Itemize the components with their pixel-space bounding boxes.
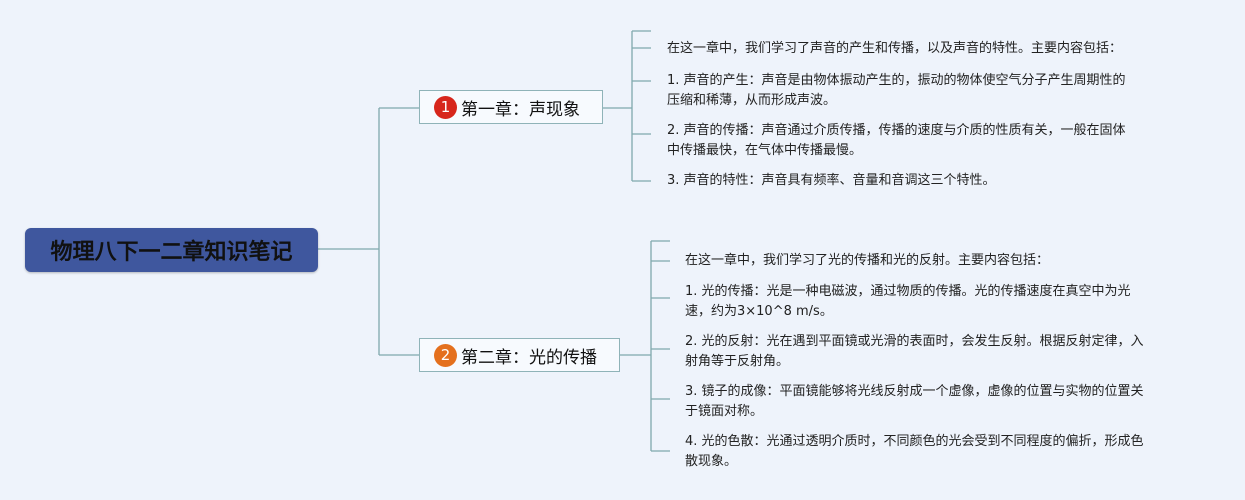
connector-root <box>318 107 419 356</box>
root-topic[interactable]: 物理八下一二章知识笔记 <box>25 228 318 272</box>
chapter-1-note-3[interactable]: 3. 声音的特性：声音具有频率、音量和音调这三个特性。 <box>667 171 996 191</box>
note-line: 1. 光的传播：光是一种电磁波，通过物质的传播。光的传播速度在真空中为光 <box>685 284 1131 299</box>
note-line: 4. 光的色散：光通过透明介质时，不同颜色的光会受到不同程度的偏折，形成色 <box>685 434 1144 449</box>
note-line: 在这一章中，我们学习了声音的产生和传播，以及声音的特性。主要内容包括： <box>667 41 1123 56</box>
chapter-2-node[interactable]: 2 第二章：光的传播 <box>419 338 620 372</box>
chapter-2-note-2[interactable]: 2. 光的反射：光在遇到平面镜或光滑的表面时，会发生反射。根据反射定律，入 射角… <box>685 332 1144 372</box>
note-line: 在这一章中，我们学习了光的传播和光的反射。主要内容包括： <box>685 253 1050 268</box>
connector-ch2 <box>620 240 670 452</box>
note-line: 2. 光的反射：光在遇到平面镜或光滑的表面时，会发生反射。根据反射定律，入 <box>685 334 1144 349</box>
note-line: 射角等于反射角。 <box>685 354 790 369</box>
chapter-2-title: 第二章：光的传播 <box>461 347 597 368</box>
priority-1-icon: 1 <box>434 95 457 119</box>
note-line: 2. 声音的传播：声音通过介质传播，传播的速度与介质的性质有关，一般在固体 <box>667 123 1126 138</box>
note-line: 压缩和稀薄，从而形成声波。 <box>667 93 837 108</box>
note-line: 于镜面对称。 <box>685 404 764 419</box>
chapter-1-node[interactable]: 1 第一章：声现象 <box>419 90 603 124</box>
chapter-2-note-4[interactable]: 4. 光的色散：光通过透明介质时，不同颜色的光会受到不同程度的偏折，形成色 散现… <box>685 432 1144 472</box>
note-line: 速，约为3×10^8 m/s。 <box>685 304 833 319</box>
priority-2-icon: 2 <box>434 343 457 367</box>
chapter-2-note-1[interactable]: 1. 光的传播：光是一种电磁波，通过物质的传播。光的传播速度在真空中为光 速，约… <box>685 282 1131 322</box>
note-line: 3. 镜子的成像：平面镜能够将光线反射成一个虚像，虚像的位置与实物的位置关 <box>685 384 1144 399</box>
note-line: 3. 声音的特性：声音具有频率、音量和音调这三个特性。 <box>667 173 996 188</box>
chapter-1-note-1[interactable]: 1. 声音的产生：声音是由物体振动产生的，振动的物体使空气分子产生周期性的 压缩… <box>667 71 1126 111</box>
note-line: 1. 声音的产生：声音是由物体振动产生的，振动的物体使空气分子产生周期性的 <box>667 73 1126 88</box>
note-line: 中传播最快，在气体中传播最慢。 <box>667 143 863 158</box>
note-line: 散现象。 <box>685 454 738 469</box>
chapter-2-note-intro[interactable]: 在这一章中，我们学习了光的传播和光的反射。主要内容包括： <box>685 251 1049 271</box>
chapter-1-note-intro[interactable]: 在这一章中，我们学习了声音的产生和传播，以及声音的特性。主要内容包括： <box>667 39 1122 59</box>
connector-ch1 <box>603 30 651 182</box>
chapter-2-note-3[interactable]: 3. 镜子的成像：平面镜能够将光线反射成一个虚像，虚像的位置与实物的位置关 于镜… <box>685 382 1144 422</box>
root-title: 物理八下一二章知识笔记 <box>50 240 293 265</box>
chapter-1-title: 第一章：声现象 <box>461 99 580 120</box>
chapter-1-note-2[interactable]: 2. 声音的传播：声音通过介质传播，传播的速度与介质的性质有关，一般在固体 中传… <box>667 121 1126 161</box>
